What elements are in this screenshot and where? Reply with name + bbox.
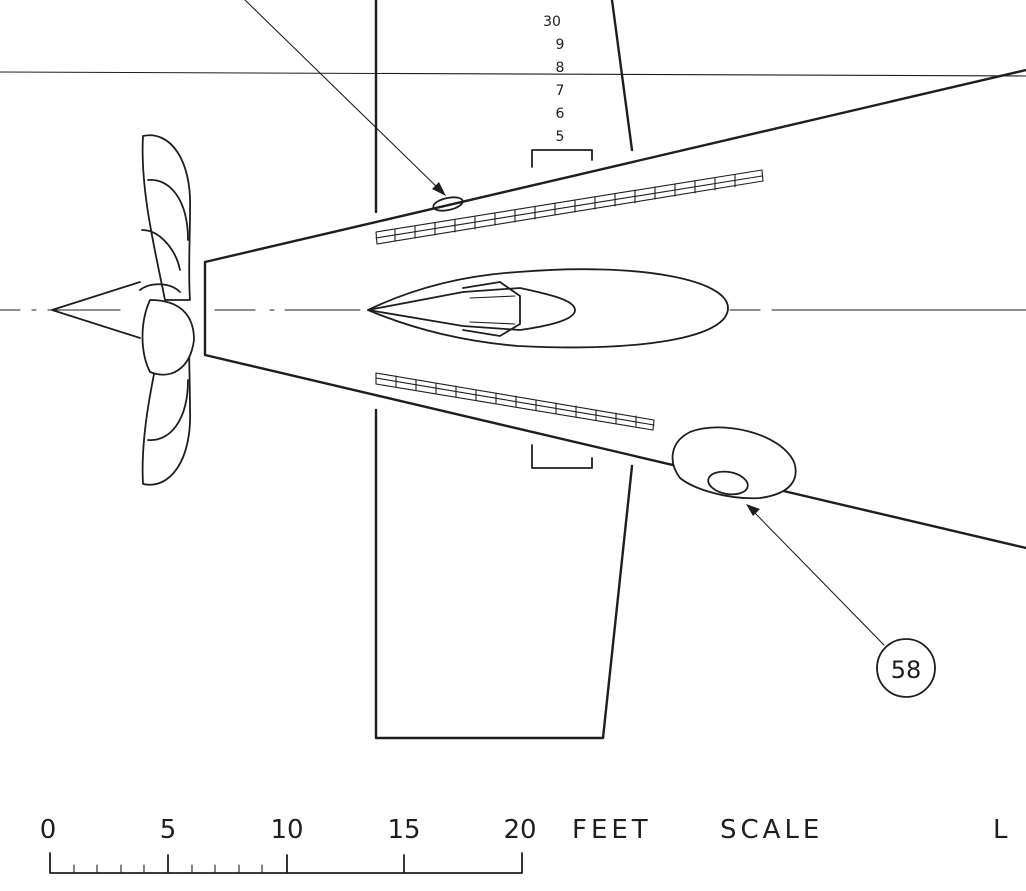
ladder-number: 9 xyxy=(556,37,565,53)
upper-leader-line xyxy=(244,0,441,191)
lower-slat-strip xyxy=(375,372,655,431)
propeller-blades xyxy=(139,134,195,486)
canopy xyxy=(367,268,729,349)
ladder-number: 7 xyxy=(556,83,565,99)
scale-tick-label: 15 xyxy=(387,815,420,845)
scale-tick-label: 10 xyxy=(270,815,303,845)
cut-off-text: L xyxy=(993,815,1008,845)
callout-58-label: 58 xyxy=(891,656,922,684)
propeller-spinner xyxy=(51,281,141,339)
scale-label: SCALE xyxy=(720,815,823,845)
scale-unit-label: FEET xyxy=(572,815,652,845)
scale-tick-label: 0 xyxy=(40,815,57,845)
fuselage-outline xyxy=(203,68,1026,550)
lower-fairing xyxy=(531,444,593,469)
upper-fairing xyxy=(531,149,593,168)
ladder-number: 5 xyxy=(556,129,565,145)
scale-tick-label: 5 xyxy=(160,815,177,845)
callout-58-arrowhead xyxy=(746,504,760,516)
scale-bar xyxy=(49,852,523,874)
scale-tick-label: 20 xyxy=(503,815,536,845)
callout-58-leader xyxy=(751,509,885,646)
ladder-number: 8 xyxy=(556,60,565,76)
upper-wing-panel xyxy=(374,0,634,214)
ladder-number: 30 xyxy=(543,14,561,30)
upper-slat-strip xyxy=(375,169,764,245)
lower-pod xyxy=(671,426,797,500)
reference-line-top xyxy=(0,71,1026,77)
upper-hatch xyxy=(432,196,464,212)
lower-wing-panel xyxy=(374,408,634,740)
ladder-number: 6 xyxy=(556,106,565,122)
callout-58-circle xyxy=(876,638,936,698)
upper-leader-arrowhead xyxy=(432,182,446,196)
